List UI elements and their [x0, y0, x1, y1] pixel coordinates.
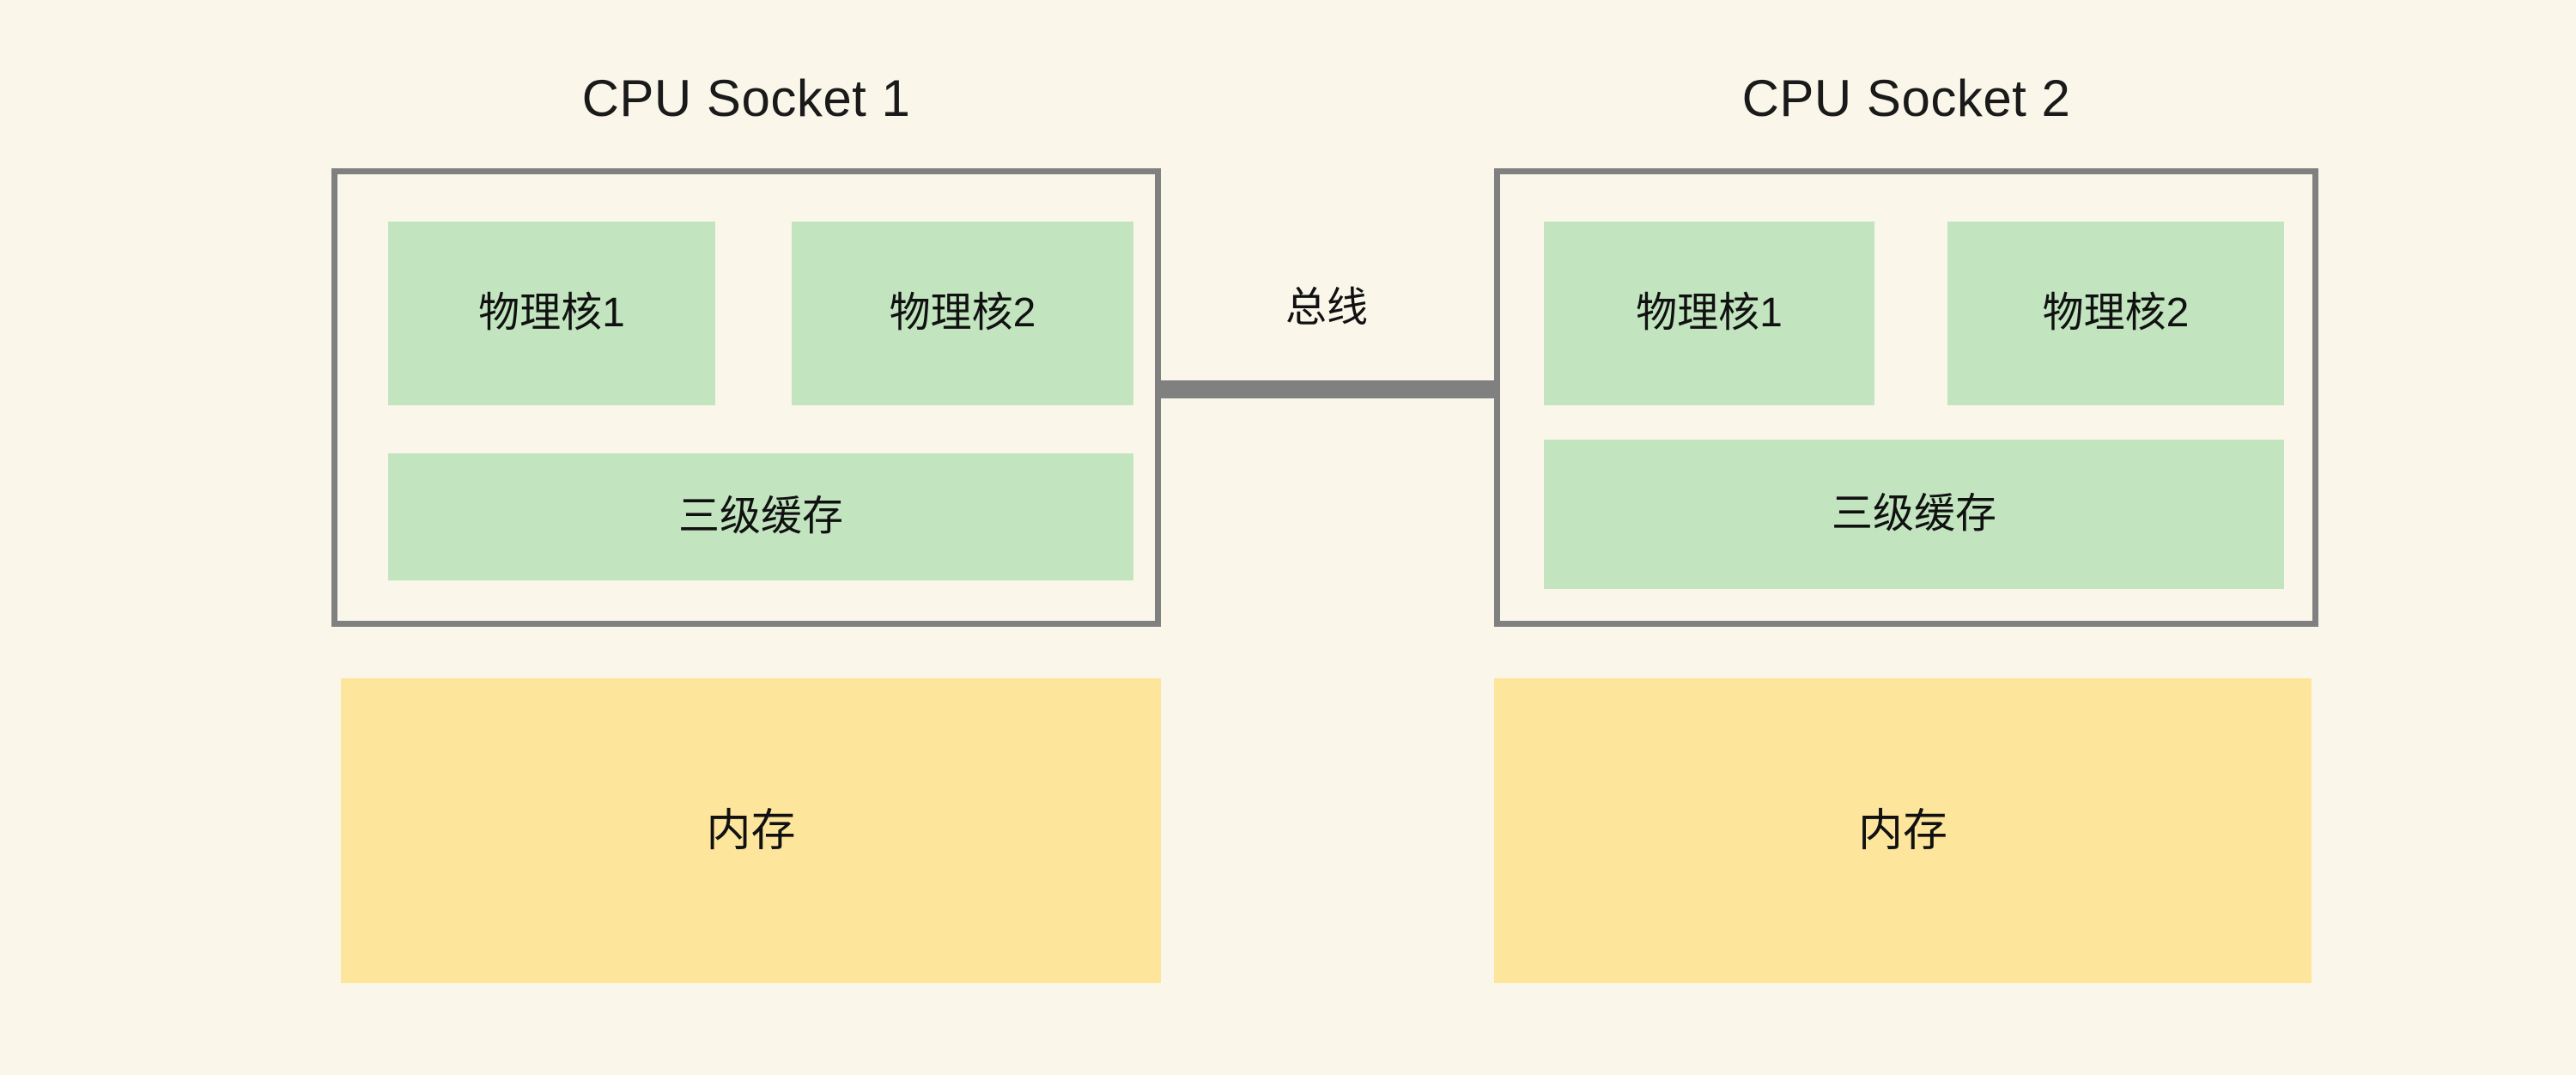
socket-2-core-2-label: 物理核2 [2042, 290, 2190, 336]
socket-1-memory: 内存 [341, 678, 1161, 983]
socket-1-core-2-label: 物理核2 [889, 290, 1036, 336]
cpu-socket-2-frame [1494, 168, 2318, 627]
socket-2-physical-core-2: 物理核2 [1947, 222, 2284, 405]
socket-2-l3-cache: 三级缓存 [1544, 440, 2284, 589]
socket-1-physical-core-1: 物理核1 [388, 222, 715, 405]
socket-1-l3-cache-label: 三级缓存 [677, 494, 843, 539]
socket-1-title: CPU Socket 1 [581, 70, 911, 127]
socket-1-memory-label: 内存 [706, 805, 796, 856]
socket-2-l3-cache-label: 三级缓存 [1831, 491, 1996, 537]
socket-1-l3-cache: 三级缓存 [388, 453, 1133, 580]
socket-2-physical-core-1: 物理核1 [1544, 222, 1874, 405]
socket-2-memory: 内存 [1494, 678, 2312, 983]
bus-connector [1155, 380, 1498, 398]
socket-1-core-1-label: 物理核1 [478, 290, 625, 336]
socket-2-title: CPU Socket 2 [1741, 70, 2071, 127]
socket-2-memory-label: 内存 [1857, 805, 1947, 856]
bus-label: 总线 [1285, 285, 1368, 331]
socket-2-core-1-label: 物理核1 [1636, 290, 1783, 336]
socket-1-physical-core-2: 物理核2 [792, 222, 1133, 405]
